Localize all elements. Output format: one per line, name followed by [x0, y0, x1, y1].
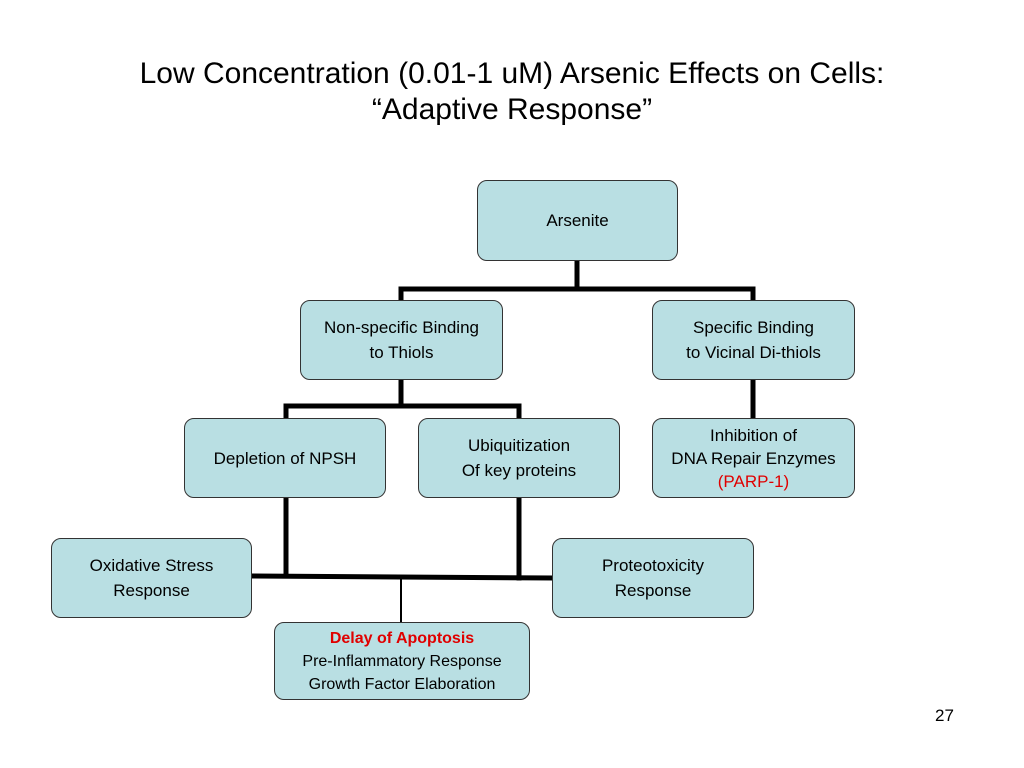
node-outcome-line-2: Pre-Inflammatory Response	[302, 652, 502, 670]
connector-response-bar	[249, 573, 555, 581]
title-line-1: Low Concentration (0.01-1 uM) Arsenic Ef…	[139, 57, 885, 90]
slide-title: Low Concentration (0.01-1 uM) Arsenic Ef…	[0, 56, 1024, 128]
node-nonspecific-line-2: to Thiols	[369, 343, 434, 362]
node-ubiq-line-1: Ubiquitization	[467, 436, 571, 455]
node-specific-line-2: to Vicinal Di-thiols	[686, 343, 821, 362]
node-npsh-label: Depletion of NPSH	[213, 448, 357, 468]
node-oxidative-stress: Oxidative Stress Response	[51, 538, 252, 618]
node-dna-line-3: (PARP-1)	[717, 471, 790, 491]
node-ubiquitization: Ubiquitization Of key proteins	[418, 418, 620, 498]
node-proteotoxicity: Proteotoxicity Response	[552, 538, 754, 618]
node-proteo-line-2: Response	[614, 581, 692, 600]
title-line-2: “Adaptive Response”	[371, 93, 653, 126]
node-dna-line-1: Inhibition of	[710, 425, 797, 445]
node-specific-binding: Specific Binding to Vicinal Di-thiols	[652, 300, 855, 380]
node-oxidative-line-1: Oxidative Stress	[89, 556, 214, 575]
node-dna-repair-inhibition: Inhibition of DNA Repair Enzymes (PARP-1…	[652, 418, 855, 498]
node-nonspecific-line-1: Non-specific Binding	[324, 318, 479, 337]
node-outcome-line-1: Delay of Apoptosis	[329, 629, 475, 647]
node-oxidative-line-2: Response	[113, 581, 190, 600]
node-arsenite-label: Arsenite	[546, 211, 609, 230]
node-specific-line-1: Specific Binding	[693, 318, 814, 337]
node-arsenite: Arsenite	[477, 180, 678, 261]
node-outcome-line-3: Growth Factor Elaboration	[308, 675, 496, 693]
node-ubiq-line-2: Of key proteins	[461, 461, 577, 480]
node-nonspecific-binding: Non-specific Binding to Thiols	[300, 300, 503, 380]
node-proteo-line-1: Proteotoxicity	[601, 556, 705, 575]
node-outcome: Delay of Apoptosis Pre-Inflammatory Resp…	[274, 622, 530, 700]
page-number: 27	[935, 706, 954, 725]
node-depletion-npsh: Depletion of NPSH	[184, 418, 386, 498]
node-dna-line-2: DNA Repair Enzymes	[671, 448, 836, 468]
